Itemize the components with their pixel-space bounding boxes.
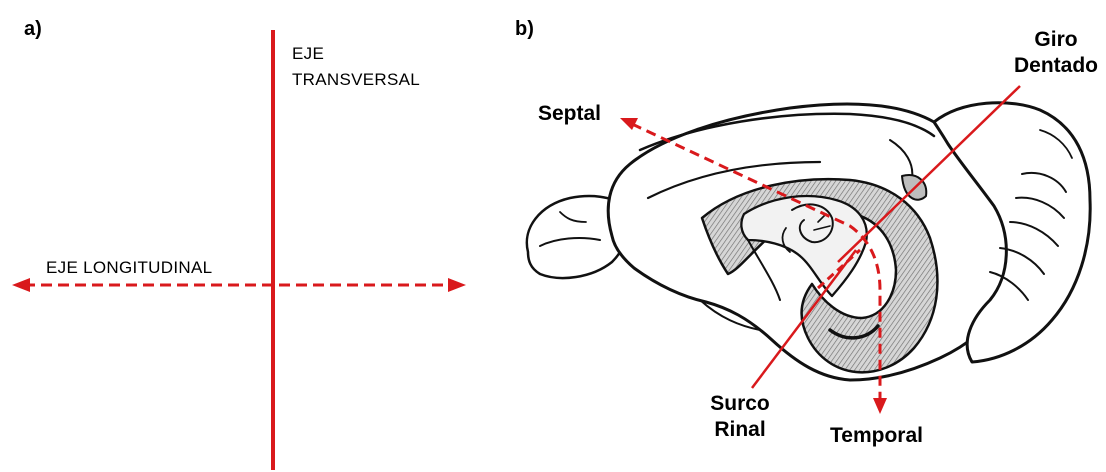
transversal-axis-label-line1: EJE: [292, 44, 324, 64]
label-surco-line1: Surco: [700, 392, 780, 416]
label-septal: Septal: [538, 102, 601, 126]
panel-b-label: b): [515, 18, 534, 41]
panel-a-axes: [12, 30, 466, 470]
panel-a-label: a): [24, 18, 42, 41]
label-surco-line2: Rinal: [700, 418, 780, 442]
brain-illustration: [527, 103, 1090, 380]
temporal-arrowhead: [873, 398, 887, 414]
label-giro-line2: Dentado: [1010, 54, 1102, 78]
longitudinal-arrowhead-right: [448, 278, 466, 292]
longitudinal-arrowhead-left: [12, 278, 30, 292]
transversal-axis-label-line2: TRANSVERSAL: [292, 70, 420, 90]
label-giro-line1: Giro: [1016, 28, 1096, 52]
label-temporal: Temporal: [830, 424, 923, 448]
longitudinal-axis-label: EJE LONGITUDINAL: [46, 258, 212, 278]
